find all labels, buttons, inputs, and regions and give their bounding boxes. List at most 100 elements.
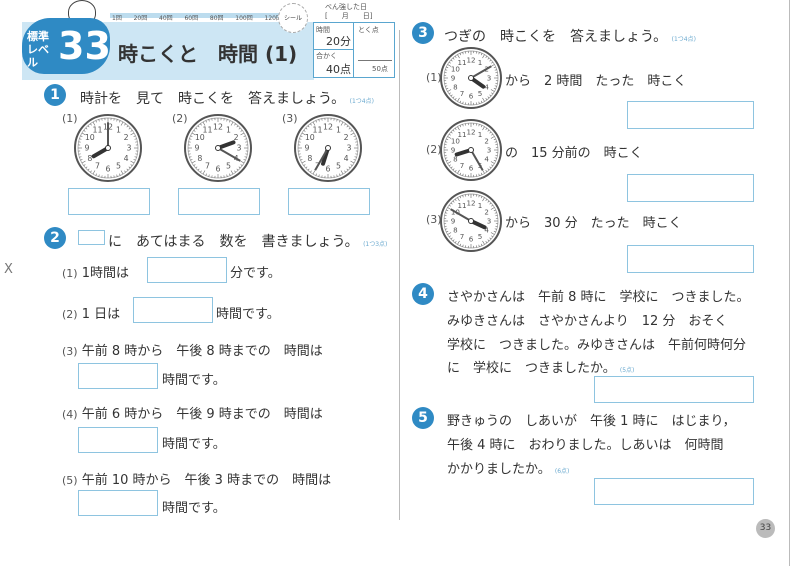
q2-answer-box-3[interactable] (78, 363, 158, 389)
q3-points: (1つ4点) (671, 36, 696, 43)
svg-text:3: 3 (487, 146, 492, 155)
q5-line-3-text: かかりましたか。 (447, 462, 551, 477)
q3-item-2-text: の 15 分前の 時こく (505, 146, 643, 161)
sticker-circle: シール (278, 3, 308, 33)
item-text: 午前 6 時から 午後 9 時までの 時間は (81, 407, 323, 422)
svg-text:4: 4 (124, 154, 129, 163)
svg-text:6: 6 (469, 235, 474, 244)
q2-item-5: (5) 午前 10 時から 午後 3 時までの 時間は (62, 469, 331, 488)
question-1-number: 1 (44, 84, 66, 106)
svg-text:11: 11 (313, 125, 323, 134)
q2-answer-box-1[interactable] (147, 257, 227, 283)
page-title: 時こくと 時間 (1) (118, 42, 298, 66)
svg-text:6: 6 (326, 165, 331, 174)
q3-label-1: (1) (426, 71, 442, 84)
svg-text:3: 3 (487, 217, 492, 226)
tick: 120回 (264, 15, 282, 22)
q1-answer-box-3[interactable] (288, 188, 370, 215)
q4-points: (5点) (619, 367, 635, 374)
svg-text:2: 2 (234, 133, 239, 142)
q2-example-box (78, 230, 105, 245)
svg-text:2: 2 (484, 137, 489, 146)
q2-answer-box-5[interactable] (78, 490, 158, 516)
item-text: 1 日は (81, 307, 121, 322)
svg-text:1: 1 (478, 130, 483, 139)
item-label: (1) (62, 267, 78, 280)
q5-line-2: 午後 4 時に おわりました。しあいは 何時間 (447, 438, 724, 453)
svg-text:11: 11 (457, 58, 466, 67)
q4-line-2: みゆきさんは さやかさんより 12 分 おそく (447, 314, 728, 329)
svg-text:10: 10 (305, 133, 315, 142)
column-divider (399, 30, 400, 520)
svg-text:11: 11 (93, 125, 103, 134)
q2-answer-box-2[interactable] (133, 297, 213, 323)
item-text: 午前 10 時から 午後 3 時までの 時間は (81, 473, 332, 488)
q1-label-2: (2) (172, 112, 188, 125)
svg-text:11: 11 (457, 130, 466, 139)
q2-item-1: (1) 1時間は (62, 262, 129, 281)
q5-points: (6点) (554, 468, 570, 475)
q2-item-4: (4) 午前 6 時から 午後 9 時までの 時間は (62, 403, 323, 422)
q3-answer-box-1[interactable] (627, 101, 754, 129)
pass-label: 合かく (316, 52, 337, 60)
time-label: 時間 (316, 26, 330, 34)
study-date-field[interactable]: [ 月 日] (325, 12, 373, 20)
q1-answer-box-1[interactable] (68, 188, 150, 215)
svg-text:9: 9 (195, 144, 200, 153)
svg-text:12: 12 (213, 123, 223, 132)
svg-text:5: 5 (336, 162, 341, 171)
progress-bar (110, 13, 280, 18)
svg-text:6: 6 (469, 164, 474, 173)
svg-text:1: 1 (116, 125, 121, 134)
q2-answer-box-4[interactable] (78, 427, 158, 453)
svg-text:8: 8 (453, 83, 458, 92)
q3-instruction: つぎの 時こくを 答えましょう。 (444, 29, 668, 45)
q2-item-1-suffix: 分です。 (230, 266, 281, 281)
q5-answer-box[interactable] (594, 478, 754, 505)
svg-text:9: 9 (451, 146, 456, 155)
q3-item-3-text: から 30 分 たった 時こく (505, 216, 682, 231)
svg-text:7: 7 (95, 162, 100, 171)
q5-line-3: かかりましたか。 (6点) (447, 458, 569, 477)
q1-label-3: (3) (282, 112, 298, 125)
q4-answer-box[interactable] (594, 376, 754, 403)
score-total: 50点 (372, 65, 388, 73)
question-4-number: 4 (412, 283, 434, 305)
svg-text:7: 7 (460, 89, 465, 98)
q3-answer-box-2[interactable] (627, 174, 754, 202)
svg-text:12: 12 (466, 128, 475, 137)
svg-text:5: 5 (478, 89, 483, 98)
q2-points: (1つ3点) (363, 241, 388, 248)
level-badge (22, 18, 110, 74)
svg-text:9: 9 (85, 144, 90, 153)
q3-answer-box-3[interactable] (627, 245, 754, 273)
pass-value: 40点 (326, 63, 351, 76)
svg-text:11: 11 (203, 125, 213, 134)
item-text: 午前 8 時から 午後 8 時までの 時間は (81, 344, 323, 359)
svg-text:8: 8 (453, 226, 458, 235)
q2-item-3-suffix: 時間です。 (162, 373, 226, 388)
level-number: 33 (58, 24, 111, 68)
item-label: (2) (62, 308, 78, 321)
svg-text:5: 5 (478, 232, 483, 241)
item-label: (5) (62, 474, 78, 487)
score-label: とく点 (358, 26, 379, 34)
item-label: (4) (62, 408, 78, 421)
svg-text:6: 6 (216, 165, 221, 174)
q1-points: (1つ4点) (349, 98, 374, 105)
question-5-number: 5 (412, 407, 434, 429)
q4-line-4: に 学校に つきましたか。 (5点) (447, 357, 634, 376)
svg-text:7: 7 (460, 232, 465, 241)
svg-text:12: 12 (323, 123, 333, 132)
minute-hand (470, 65, 492, 79)
question-2-text: に あてはまる 数を 書きましょう。 (1つ3点) (108, 231, 387, 251)
tick: 40回 (159, 15, 173, 22)
tick: 100回 (235, 15, 253, 22)
question-3-number: 3 (412, 22, 434, 44)
svg-text:4: 4 (484, 226, 489, 235)
q4-line-3: 学校に つきました。みゆきさんは 午前何時何分 (447, 338, 747, 353)
page-edge (789, 0, 790, 566)
q1-answer-box-2[interactable] (178, 188, 260, 215)
